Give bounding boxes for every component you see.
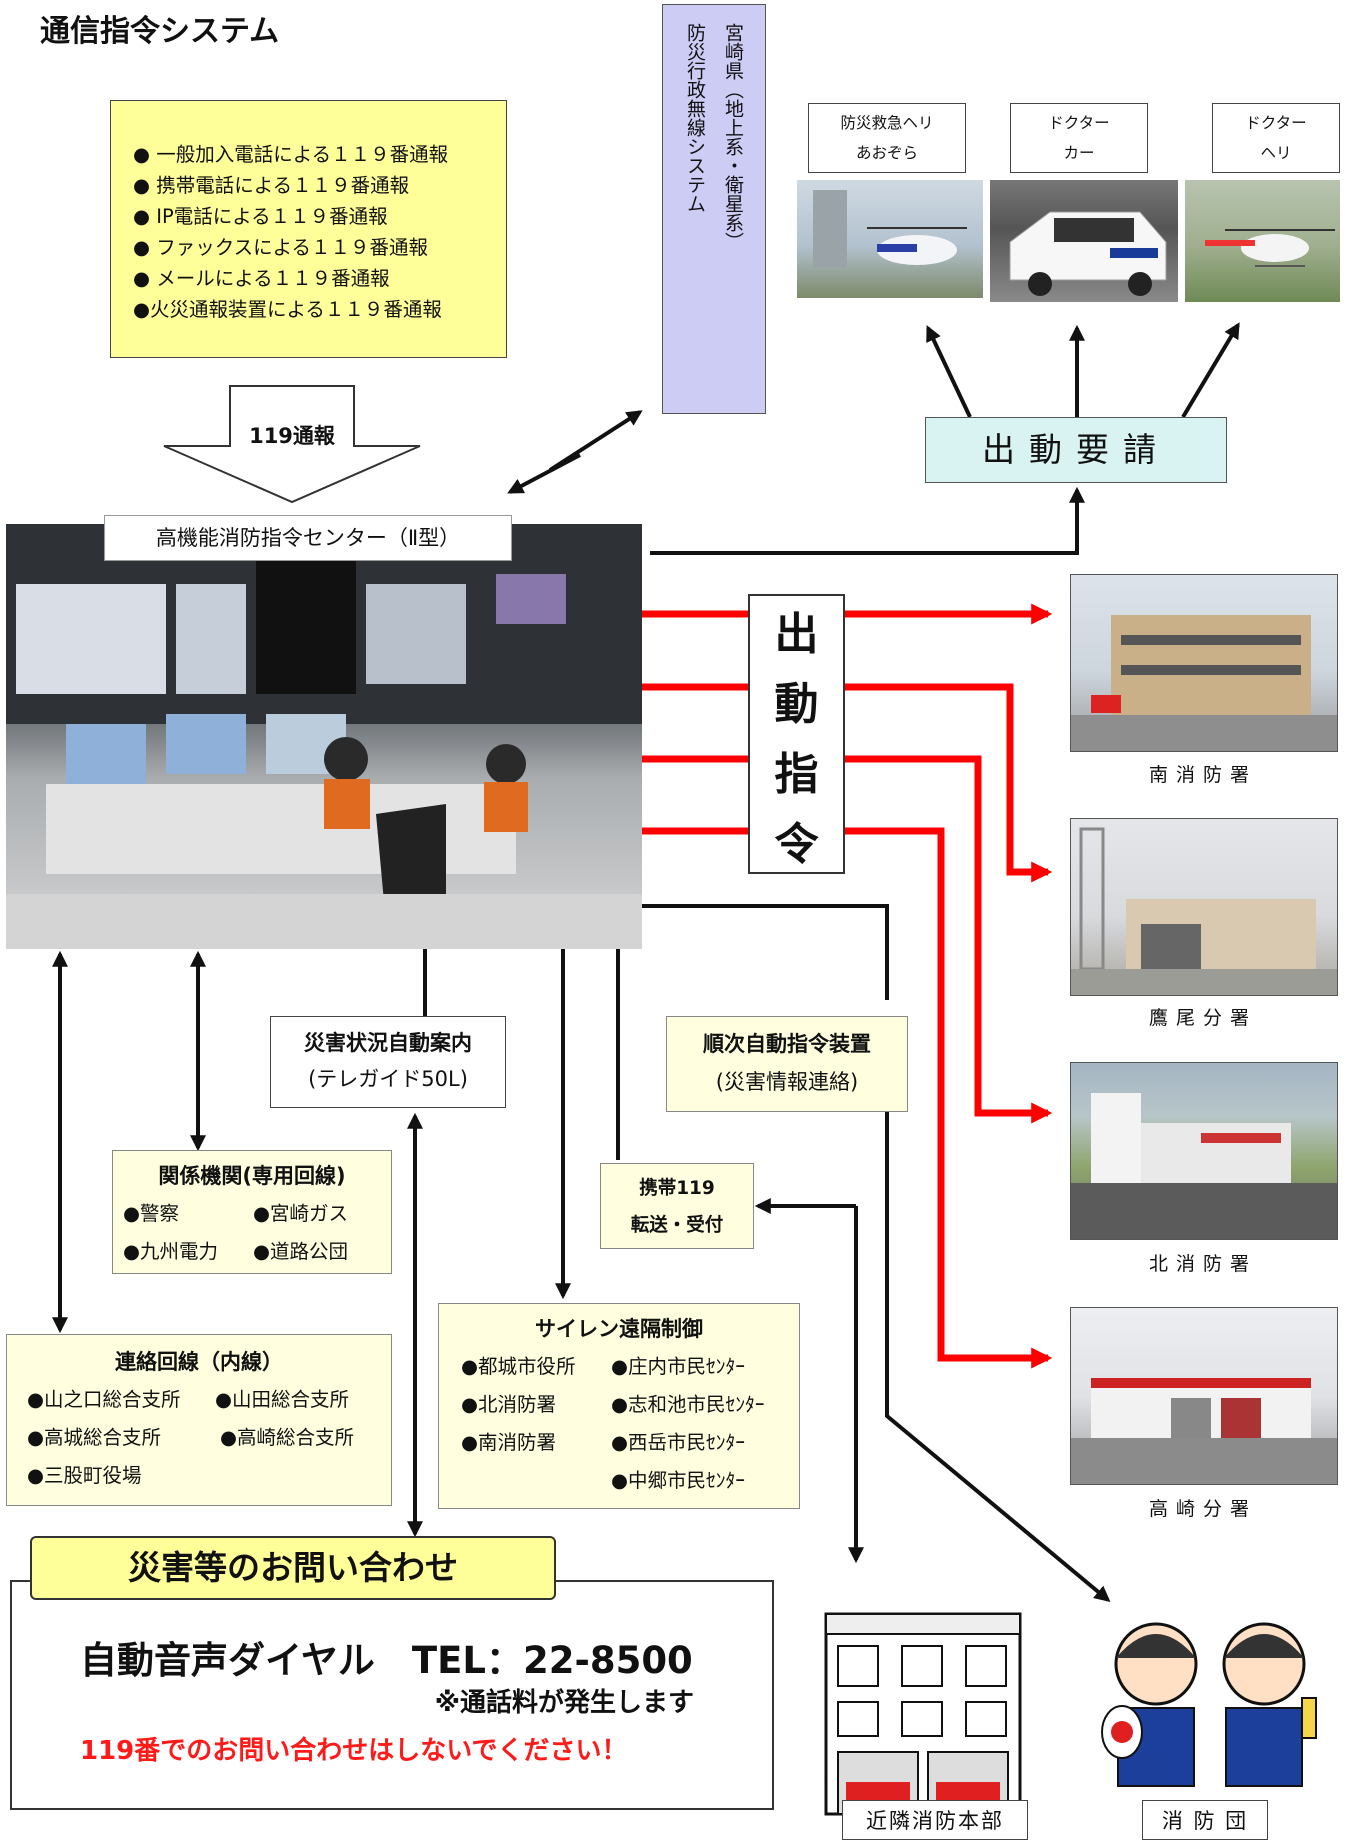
station-label-north: 北消防署: [1148, 1253, 1257, 1275]
building-icon: [1071, 1093, 1337, 1239]
fire-brigade-label: 消 防 団: [1142, 1800, 1268, 1840]
helicopter-icon: [1205, 229, 1335, 267]
neighbor-hq-illustration: [816, 1606, 1030, 1828]
label-line: ヘリ: [1260, 144, 1292, 162]
liaison-item: ●高崎総合支所: [220, 1426, 355, 1449]
sequential-title: 順次自動指令装置: [703, 1032, 871, 1056]
liaison-title: 連絡回線（内線）: [115, 1350, 283, 1374]
related-orgs-title: 関係機関(専用回線): [158, 1164, 346, 1188]
disaster-radio-system: 宮崎県（地上系・衛星系） 防災行政無線システム: [662, 4, 766, 414]
siren-item: ●志和池市民ｾﾝﾀｰ: [611, 1393, 765, 1416]
radio-col-right: 宮崎県（地上系・衛星系）: [722, 23, 744, 251]
liaison-item: ●三股町役場: [27, 1464, 142, 1487]
rescue-helicopter-photo: [797, 180, 983, 298]
siren-item: ●北消防署: [461, 1393, 557, 1416]
label-doctor-heli: ドクター ヘリ: [1212, 103, 1340, 173]
inquiry-tel: 自動音声ダイヤル TEL：22-8500: [80, 1639, 693, 1682]
car-icon: [1009, 211, 1167, 296]
building-icon: [1071, 615, 1337, 751]
inquiry-note: ※通話料が発生します: [434, 1688, 694, 1718]
fire-station-icon: [824, 1612, 1022, 1816]
label-line: ドクター: [1048, 114, 1110, 132]
siren-item: ●中郷市民ｾﾝﾀｰ: [611, 1469, 746, 1492]
inquiry-title-banner: 災害等のお問い合わせ: [30, 1536, 556, 1600]
label-rescue-heli: 防災救急ヘリ あおぞら: [808, 103, 966, 173]
dispatch-order-box: 出 動 指 令: [748, 594, 845, 874]
related-orgs-box: 関係機関(専用回線) ●警察 ●宮崎ガス ●九州電力 ●道路公団: [112, 1150, 392, 1274]
station-label-takao: 鷹尾分署: [1148, 1007, 1257, 1029]
radio-col-left: 防災行政無線システム: [684, 23, 706, 213]
helicopter-icon: [813, 190, 967, 268]
command-center-photo: [6, 524, 642, 949]
disaster-guide-title: 災害状況自動案内: [304, 1031, 472, 1055]
center-label: 高機能消防指令センター（Ⅱ型）: [104, 515, 512, 561]
liaison-item: ●山田総合支所: [215, 1388, 350, 1411]
control-room-icon: [6, 524, 642, 949]
page-title: 通信指令システム: [40, 14, 280, 49]
building-icon: [1071, 827, 1337, 995]
disaster-guide-box: 災害状況自動案内 (テレガイド50L): [270, 1016, 506, 1108]
station-label-takasaki: 高崎分署: [1148, 1498, 1257, 1520]
doctor-car-photo: [990, 180, 1178, 302]
liaison-item: ●高城総合支所: [27, 1426, 162, 1449]
neighbor-hq-label: 近隣消防本部: [842, 1800, 1028, 1840]
siren-control-box: サイレン遠隔制御 ●都城市役所 ●庄内市民ｾﾝﾀｰ ●北消防署 ●志和池市民ｾﾝﾀｰ…: [438, 1303, 800, 1509]
related-org-item: ●警察: [123, 1202, 180, 1225]
building-icon: [1071, 1378, 1337, 1484]
label-line: 防災救急ヘリ: [840, 114, 934, 132]
station-photo-south: [1070, 574, 1338, 752]
label-line: カー: [1063, 144, 1095, 162]
siren-item: ●都城市役所: [461, 1355, 576, 1378]
fire-brigade-illustration: [1092, 1612, 1328, 1792]
related-org-item: ●九州電力: [123, 1240, 219, 1263]
siren-item: ●南消防署: [461, 1431, 557, 1454]
mobile119-box: 携帯119 転送・受付: [600, 1163, 754, 1249]
label-line: あおぞら: [855, 144, 918, 162]
dispatch-order-char: 令: [774, 819, 819, 870]
sequential-dispatch-box: 順次自動指令装置 (災害情報連絡): [666, 1016, 908, 1112]
report-arrow-shape: [163, 385, 421, 504]
doctor-helicopter-photo: [1185, 180, 1340, 302]
siren-item: ●庄内市民ｾﾝﾀｰ: [611, 1355, 746, 1378]
call-method-item: ●火災通報装置による１１９番通報: [133, 298, 442, 321]
call-method-item: ● 携帯電話による１１９番通報: [133, 174, 410, 197]
station-photo-takao: [1070, 818, 1338, 996]
station-label-south: 南消防署: [1148, 764, 1257, 786]
call-method-item: ● ファックスによる１１９番通報: [133, 236, 429, 259]
siren-title: サイレン遠隔制御: [535, 1317, 703, 1341]
mobile119-line1: 携帯119: [639, 1178, 715, 1199]
inquiry-frame: [10, 1580, 774, 1810]
liaison-item: ●山之口総合支所: [27, 1388, 181, 1411]
inquiry-warning: 119番でのお問い合わせはしないでください！: [80, 1736, 628, 1766]
label-doctor-car: ドクター カー: [1010, 103, 1148, 173]
liaison-lines-box: 連絡回線（内線） ●山之口総合支所●山田総合支所 ●高城総合支所●高崎総合支所 …: [6, 1334, 392, 1506]
siren-item: ●西岳市民ｾﾝﾀｰ: [611, 1431, 746, 1454]
mobile119-line2: 転送・受付: [630, 1215, 724, 1236]
call-method-item: ● IP電話による１１９番通報: [133, 205, 388, 228]
dispatch-order-char: 動: [774, 679, 819, 730]
station-photo-north: [1070, 1062, 1338, 1240]
firefighter-icon: [1101, 1622, 1317, 1787]
dispatch-order-char: 出: [774, 609, 819, 660]
sequential-sub: (災害情報連絡): [715, 1070, 859, 1094]
call-method-item: ● メールによる１１９番通報: [133, 267, 390, 290]
label-line: ドクター: [1245, 114, 1307, 132]
station-photo-takasaki: [1070, 1307, 1338, 1485]
report-arrow-label: 119通報: [249, 424, 335, 448]
dispatch-request-box: 出動要請: [925, 417, 1227, 483]
call-method-item: ● 一般加入電話による１１９番通報: [133, 143, 449, 166]
call-methods-box: ● 一般加入電話による１１９番通報 ● 携帯電話による１１９番通報 ● IP電話…: [110, 100, 507, 358]
related-org-item: ●道路公団: [253, 1240, 349, 1263]
related-org-item: ●宮崎ガス: [253, 1202, 349, 1225]
dispatch-order-char: 指: [774, 749, 819, 800]
disaster-guide-sub: (テレガイド50L): [308, 1067, 468, 1091]
